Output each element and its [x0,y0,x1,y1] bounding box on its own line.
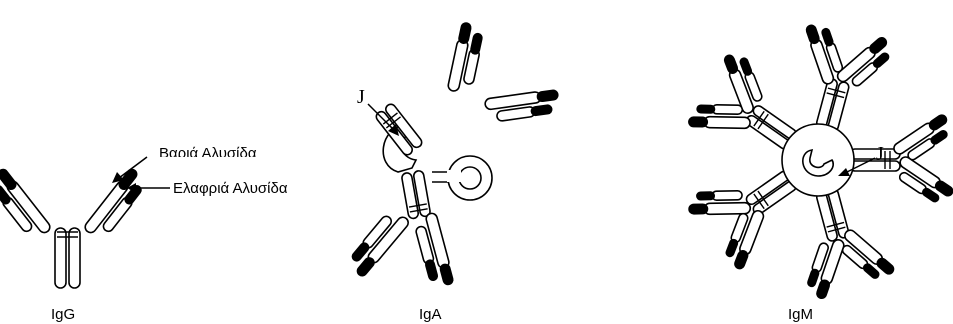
iga-j-label: J [357,86,365,108]
igm-fab [892,112,953,166]
heavy-chain-label: Βαριά Αλυσίδα [159,145,257,162]
igm-monomer [779,179,900,306]
iga-fab [412,212,454,290]
iga-fab [447,21,485,94]
igm-fab [891,155,953,209]
iga-caption: IgA [419,306,442,323]
igg-caption: IgG [51,306,75,323]
igm-fab [688,191,750,215]
igm-monomer [780,14,901,141]
light-chain-annotation: Ελαφριά Αλυσίδα [127,180,288,197]
igm-j-label: J [876,143,884,165]
igm-central-ring [782,124,854,196]
igm-caption: IgM [788,306,813,323]
iga-fab [344,207,410,279]
iga-fab [484,89,561,123]
igg-fab-left [0,167,52,243]
light-chain-label: Ελαφριά Αλυσίδα [173,180,288,197]
igm-fab [803,234,845,300]
iga-molecule [344,21,561,290]
igm-molecule [677,14,953,306]
igg-molecule [0,167,150,288]
igm-monomer [850,112,953,208]
